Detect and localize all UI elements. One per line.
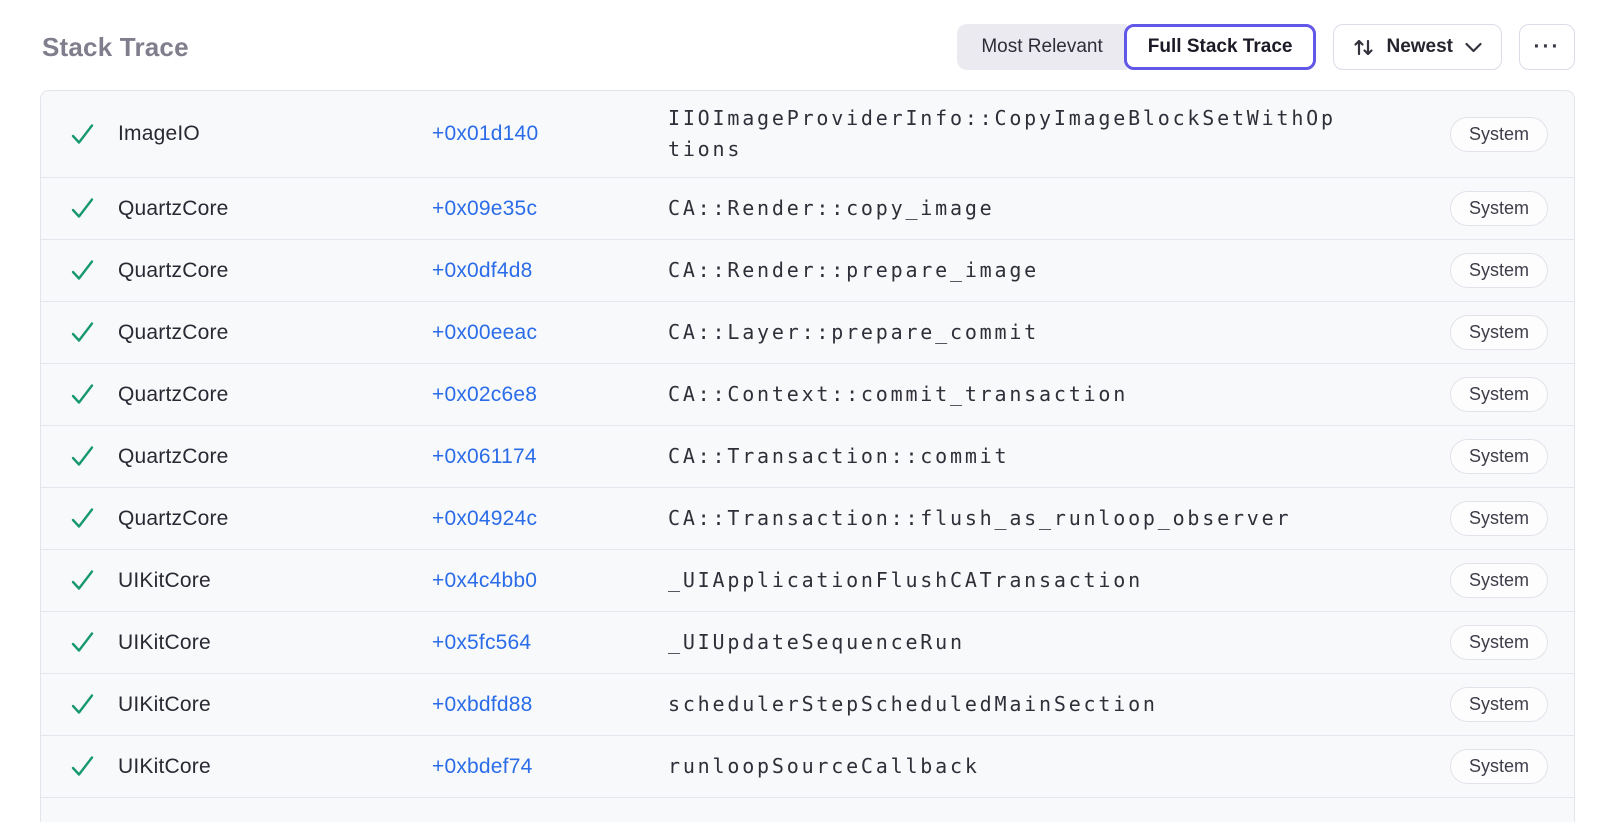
frame-offset-link[interactable]: +0x09e35c — [432, 196, 538, 220]
frame-badge-cell: System — [1449, 315, 1548, 350]
frame-offset-link[interactable]: +0x061174 — [432, 444, 537, 468]
frame-library: QuartzCore — [118, 444, 229, 468]
symbolicated-check-icon — [69, 567, 118, 594]
system-badge: System — [1449, 116, 1548, 152]
system-badge: System — [1449, 625, 1548, 660]
frame-function: CA::Transaction::commit — [668, 444, 1010, 468]
symbolicated-check-icon — [69, 505, 118, 532]
frame-offset-link[interactable]: +0x4c4bb0 — [432, 568, 538, 592]
symbolicated-check-icon — [69, 381, 118, 408]
frame-badge-cell: System — [1449, 749, 1548, 784]
frame-function: _UIUpdateSequenceRun — [668, 630, 965, 654]
table-row[interactable]: QuartzCore +0x02c6e8 CA::Context::commit… — [41, 364, 1574, 426]
frame-library: QuartzCore — [118, 320, 229, 344]
frame-library: UIKitCore — [118, 692, 211, 716]
frame-function: schedulerStepScheduledMainSection — [668, 692, 1158, 716]
system-badge: System — [1449, 315, 1548, 350]
frame-function: CA::Layer::prepare_commit — [668, 320, 1040, 344]
frame-badge-cell: System — [1449, 253, 1548, 288]
symbolicated-check-icon — [69, 195, 118, 222]
table-row[interactable]: UIKitCore +0x4c4bb0 _UIApplicationFlushC… — [41, 550, 1574, 612]
chevron-down-icon — [1464, 41, 1483, 54]
page-title: Stack Trace — [42, 31, 189, 62]
frame-offset-link[interactable]: +0x02c6e8 — [432, 382, 538, 406]
system-badge: System — [1449, 377, 1548, 412]
table-row-partial — [41, 798, 1574, 822]
frame-library: QuartzCore — [118, 506, 229, 530]
sort-newest-button[interactable]: Newest — [1333, 24, 1502, 70]
frame-function: CA::Context::commit_transaction — [668, 382, 1129, 406]
frame-function: IIOImageProviderInfo::CopyImageBlockSetW… — [668, 106, 1336, 161]
frame-library: UIKitCore — [118, 630, 211, 654]
frame-library: ImageIO — [118, 122, 200, 145]
table-row[interactable]: QuartzCore +0x061174 CA::Transaction::co… — [41, 426, 1574, 488]
table-row[interactable]: ImageIO +0x01d140 IIOImageProviderInfo::… — [41, 91, 1574, 178]
table-row[interactable]: UIKitCore +0xbdfd88 schedulerStepSchedul… — [41, 674, 1574, 736]
stack-trace-table: ImageIO +0x01d140 IIOImageProviderInfo::… — [40, 90, 1575, 822]
symbolicated-check-icon — [69, 629, 118, 656]
table-row[interactable]: UIKitCore +0xbdef74 runloopSourceCallbac… — [41, 736, 1574, 798]
frame-library: UIKitCore — [118, 754, 211, 778]
system-badge: System — [1449, 191, 1548, 226]
sort-button-label: Newest — [1386, 36, 1453, 57]
frame-badge-cell: System — [1449, 191, 1548, 226]
frame-offset-link[interactable]: +0xbdfd88 — [432, 692, 533, 716]
frame-badge-cell: System — [1449, 116, 1548, 152]
system-badge: System — [1449, 439, 1548, 474]
frame-offset-link[interactable]: +0x0df4d8 — [432, 258, 533, 282]
frame-badge-cell: System — [1449, 625, 1548, 660]
frame-function: runloopSourceCallback — [668, 754, 980, 778]
header-controls: Most Relevant Full Stack Trace Newest ··… — [957, 24, 1575, 70]
symbolicated-check-icon — [69, 443, 118, 470]
symbolicated-check-icon — [69, 753, 118, 780]
frame-function: CA::Transaction::flush_as_runloop_observ… — [668, 506, 1292, 530]
most-relevant-button[interactable]: Most Relevant — [957, 24, 1127, 70]
symbolicated-check-icon — [69, 121, 118, 148]
frame-badge-cell: System — [1449, 687, 1548, 722]
frame-offset-link[interactable]: +0x04924c — [432, 506, 538, 530]
table-row[interactable]: QuartzCore +0x09e35c CA::Render::copy_im… — [41, 178, 1574, 240]
frame-offset-link[interactable]: +0x5fc564 — [432, 630, 532, 654]
frame-offset-link[interactable]: +0x00eeac — [432, 320, 538, 344]
frame-badge-cell: System — [1449, 377, 1548, 412]
symbolicated-check-icon — [69, 319, 118, 346]
ellipsis-icon: ··· — [1533, 35, 1561, 58]
frame-offset-link[interactable]: +0xbdef74 — [432, 754, 533, 778]
frame-offset-link[interactable]: +0x01d140 — [432, 122, 539, 145]
frame-library: QuartzCore — [118, 258, 229, 282]
symbolicated-check-icon — [69, 257, 118, 284]
system-badge: System — [1449, 563, 1548, 598]
table-row[interactable]: UIKitCore +0x5fc564 _UIUpdateSequenceRun… — [41, 612, 1574, 674]
system-badge: System — [1449, 501, 1548, 536]
frame-function: CA::Render::prepare_image — [668, 258, 1040, 282]
frame-library: QuartzCore — [118, 196, 229, 220]
table-row[interactable]: QuartzCore +0x00eeac CA::Layer::prepare_… — [41, 302, 1574, 364]
frame-library: QuartzCore — [118, 382, 229, 406]
frame-badge-cell: System — [1449, 501, 1548, 536]
frame-function: _UIApplicationFlushCATransaction — [668, 568, 1143, 592]
stack-trace-header: Stack Trace Most Relevant Full Stack Tra… — [0, 0, 1614, 90]
system-badge: System — [1449, 687, 1548, 722]
more-options-button[interactable]: ··· — [1519, 24, 1575, 70]
table-row[interactable]: QuartzCore +0x0df4d8 CA::Render::prepare… — [41, 240, 1574, 302]
system-badge: System — [1449, 253, 1548, 288]
frame-library: UIKitCore — [118, 568, 211, 592]
frame-badge-cell: System — [1449, 563, 1548, 598]
sort-arrows-icon — [1352, 36, 1375, 59]
view-toggle: Most Relevant Full Stack Trace — [957, 24, 1317, 70]
system-badge: System — [1449, 749, 1548, 784]
frame-badge-cell: System — [1449, 439, 1548, 474]
symbolicated-check-icon — [69, 691, 118, 718]
frame-function: CA::Render::copy_image — [668, 196, 995, 220]
full-stack-trace-button[interactable]: Full Stack Trace — [1123, 24, 1317, 70]
table-row[interactable]: QuartzCore +0x04924c CA::Transaction::fl… — [41, 488, 1574, 550]
